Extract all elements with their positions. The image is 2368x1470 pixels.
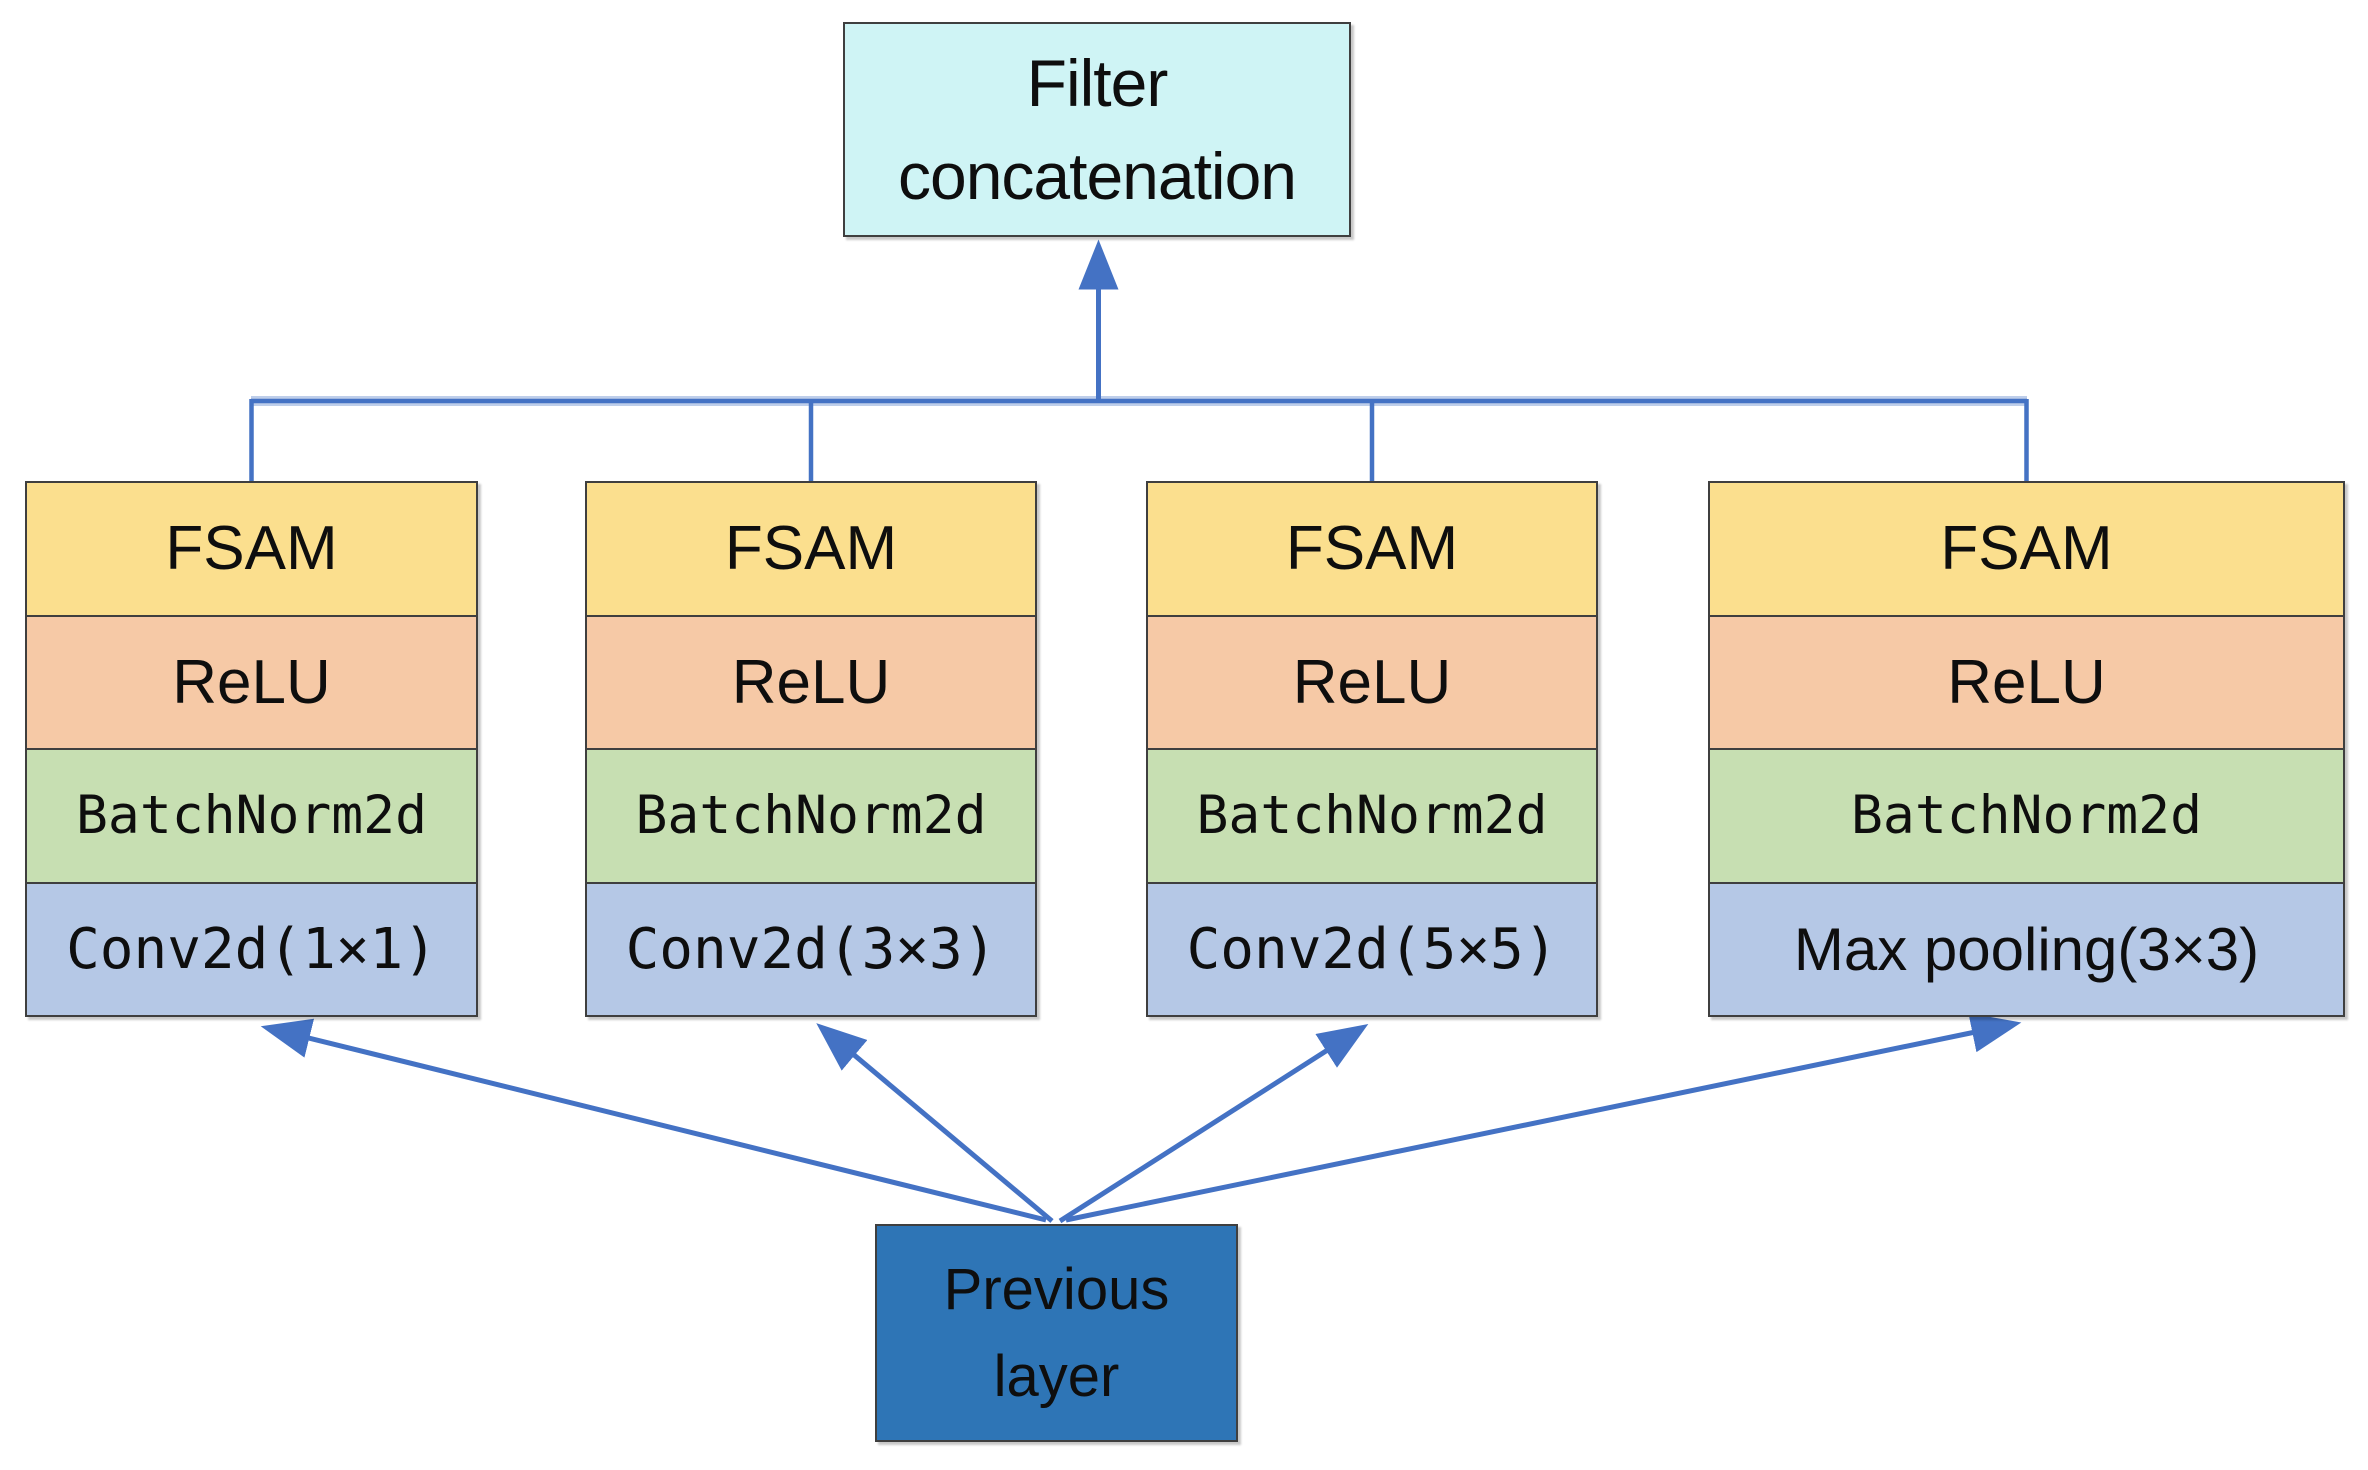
fsam-block: FSAM — [1710, 483, 2343, 615]
relu-block: ReLU — [1148, 614, 1596, 748]
conv3x3-label: Conv2d(3×3) — [625, 916, 997, 982]
fsam-label: FSAM — [165, 514, 338, 584]
input-arrow-branch-1 — [260, 1018, 1047, 1223]
batchnorm-label: BatchNorm2d — [76, 785, 427, 847]
relu-block: ReLU — [27, 614, 476, 748]
batchnorm-block: BatchNorm2d — [587, 748, 1035, 882]
relu-label: ReLU — [1947, 647, 2106, 717]
filter-concatenation-label: Filter concatenation — [898, 46, 1297, 213]
previous-layer-box: Previous layer — [875, 1224, 1238, 1442]
branch-conv3x3: FSAM ReLU BatchNorm2d Conv2d(3×3) — [585, 481, 1037, 1017]
fsam-block: FSAM — [1148, 483, 1596, 615]
batchnorm-block: BatchNorm2d — [1710, 748, 2343, 882]
filter-concatenation-box: Filter concatenation — [843, 22, 1351, 237]
relu-block: ReLU — [1710, 614, 2343, 748]
input-arrow-branch-2 — [816, 1023, 1054, 1223]
fsam-label: FSAM — [1285, 514, 1459, 584]
relu-label: ReLU — [172, 647, 331, 717]
maxpool-block: Max pooling(3×3) — [1710, 881, 2343, 1015]
fsam-label: FSAM — [1940, 514, 2113, 584]
batchnorm-block: BatchNorm2d — [27, 748, 476, 882]
input-arrow-branch-4 — [1065, 1013, 2022, 1223]
input-arrow-branch-3 — [1058, 1023, 1369, 1224]
branch-maxpool: FSAM ReLU BatchNorm2d Max pooling(3×3) — [1708, 481, 2345, 1017]
conv1x1-label: Conv2d(1×1) — [66, 916, 437, 982]
batchnorm-block: BatchNorm2d — [1148, 748, 1596, 882]
relu-label: ReLU — [731, 647, 891, 717]
fsam-block: FSAM — [27, 483, 476, 615]
batchnorm-label: BatchNorm2d — [1851, 785, 2202, 847]
batchnorm-label: BatchNorm2d — [635, 785, 987, 847]
branch-conv1x1: FSAM ReLU BatchNorm2d Conv2d(1×1) — [25, 481, 478, 1017]
maxpool-label: Max pooling(3×3) — [1793, 915, 2260, 983]
relu-block: ReLU — [587, 614, 1035, 748]
relu-label: ReLU — [1292, 647, 1452, 717]
fsam-block: FSAM — [587, 483, 1035, 615]
conv1x1-block: Conv2d(1×1) — [27, 881, 476, 1015]
branch-conv5x5: FSAM ReLU BatchNorm2d Conv2d(5×5) — [1146, 481, 1598, 1017]
batchnorm-label: BatchNorm2d — [1196, 785, 1548, 847]
conv5x5-label: Conv2d(5×5) — [1186, 916, 1558, 982]
previous-layer-label: Previous layer — [943, 1257, 1170, 1409]
conv3x3-block: Conv2d(3×3) — [587, 881, 1035, 1015]
conv5x5-block: Conv2d(5×5) — [1148, 881, 1596, 1015]
fsam-label: FSAM — [724, 514, 898, 584]
